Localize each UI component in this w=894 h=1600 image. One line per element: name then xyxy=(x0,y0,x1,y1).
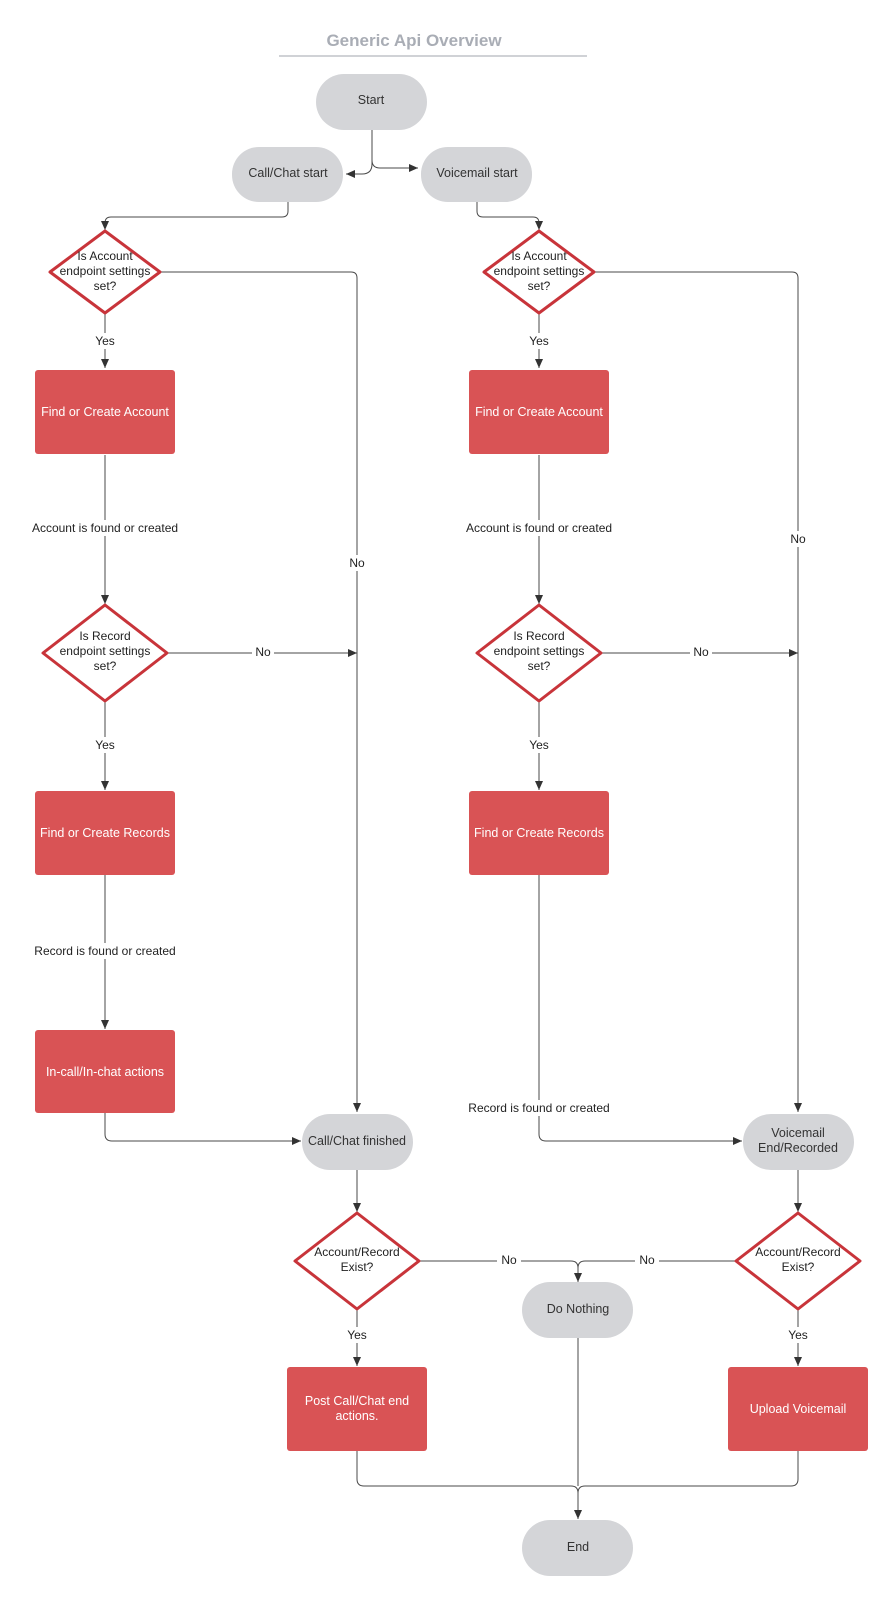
label-yes: Yes xyxy=(529,334,549,348)
edge-right-exist-no xyxy=(577,1260,737,1269)
right-find-account-node: Find or Create Account xyxy=(469,370,609,454)
svg-text:Post Call/Chat end: Post Call/Chat end xyxy=(305,1394,409,1408)
do-nothing-node: Do Nothing xyxy=(522,1282,633,1338)
right-find-records-node: Find or Create Records xyxy=(469,791,609,875)
svg-text:End/Recorded: End/Recorded xyxy=(758,1141,838,1155)
diagram-title: Generic Api Overview xyxy=(326,31,502,50)
label-no: No xyxy=(693,645,709,659)
edge-right-record-found xyxy=(538,875,742,1145)
in-call-actions-node: In-call/In-chat actions xyxy=(35,1030,175,1113)
svg-text:endpoint settings: endpoint settings xyxy=(494,264,585,278)
post-call-actions-node: Post Call/Chat end actions. xyxy=(287,1367,427,1451)
label-no: No xyxy=(349,556,365,570)
label-record-found: Record is found or created xyxy=(34,944,175,958)
svg-text:Is Account: Is Account xyxy=(77,249,133,263)
voicemail-end-node: Voicemail End/Recorded xyxy=(743,1114,854,1170)
left-find-account-node: Find or Create Account xyxy=(35,370,175,454)
svg-text:Account/Record: Account/Record xyxy=(314,1245,399,1259)
left-exist-decision: Account/Record Exist? xyxy=(293,1211,421,1311)
svg-text:set?: set? xyxy=(94,279,117,293)
svg-text:Voicemail start: Voicemail start xyxy=(436,166,518,180)
label-record-found: Record is found or created xyxy=(468,1101,609,1115)
svg-text:Is Record: Is Record xyxy=(79,629,130,643)
left-record-decision: Is Record endpoint settings set? xyxy=(41,603,169,703)
svg-text:Exist?: Exist? xyxy=(341,1260,374,1274)
upload-voicemail-node: Upload Voicemail xyxy=(728,1367,868,1451)
label-yes: Yes xyxy=(529,738,549,752)
label-no: No xyxy=(639,1253,655,1267)
svg-text:Voicemail: Voicemail xyxy=(771,1126,825,1140)
svg-text:actions.: actions. xyxy=(335,1409,378,1423)
svg-text:set?: set? xyxy=(528,279,551,293)
edge-labels: Yes Yes Account is found or created Acco… xyxy=(26,333,814,1343)
edge-callchat-to-account-decision xyxy=(101,202,289,230)
label-yes: Yes xyxy=(347,1328,367,1342)
right-account-decision: Is Account endpoint settings set? xyxy=(482,229,596,315)
svg-text:End: End xyxy=(567,1540,589,1554)
edge-voicemail-to-account-decision xyxy=(476,202,543,230)
svg-text:set?: set? xyxy=(94,659,117,673)
left-find-records-node: Find or Create Records xyxy=(35,791,175,875)
svg-text:Call/Chat start: Call/Chat start xyxy=(248,166,328,180)
edge-start-to-voicemail xyxy=(371,130,418,172)
start-node: Start xyxy=(316,74,427,130)
svg-text:Call/Chat finished: Call/Chat finished xyxy=(308,1134,406,1148)
svg-text:Find or Create Account: Find or Create Account xyxy=(41,405,169,419)
label-no: No xyxy=(501,1253,517,1267)
svg-text:Is Account: Is Account xyxy=(511,249,567,263)
label-no: No xyxy=(255,645,271,659)
svg-text:Find or Create Account: Find or Create Account xyxy=(475,405,603,419)
svg-text:Start: Start xyxy=(358,93,385,107)
edges xyxy=(101,130,802,1519)
svg-text:Exist?: Exist? xyxy=(782,1260,815,1274)
end-node: End xyxy=(522,1520,633,1576)
svg-text:Is Record: Is Record xyxy=(513,629,564,643)
call-chat-finished-node: Call/Chat finished xyxy=(302,1114,413,1170)
edge-upload-to-end xyxy=(577,1451,799,1494)
label-yes: Yes xyxy=(788,1328,808,1342)
label-account-found: Account is found or created xyxy=(466,521,612,535)
right-record-decision: Is Record endpoint settings set? xyxy=(475,603,603,703)
edge-incall-to-finished xyxy=(104,1113,301,1145)
label-account-found: Account is found or created xyxy=(32,521,178,535)
voicemail-start-node: Voicemail start xyxy=(421,147,532,202)
left-account-decision: Is Account endpoint settings set? xyxy=(48,229,162,315)
svg-text:endpoint settings: endpoint settings xyxy=(60,644,151,658)
edge-post-to-end xyxy=(356,1451,582,1519)
svg-text:Account/Record: Account/Record xyxy=(755,1245,840,1259)
svg-text:endpoint settings: endpoint settings xyxy=(60,264,151,278)
svg-text:Find or Create Records: Find or Create Records xyxy=(474,826,604,840)
edge-left-account-no xyxy=(160,271,361,1112)
edge-right-account-no xyxy=(594,271,802,1112)
svg-text:Upload Voicemail: Upload Voicemail xyxy=(750,1402,847,1416)
svg-text:set?: set? xyxy=(528,659,551,673)
label-no: No xyxy=(790,532,806,546)
call-chat-start-node: Call/Chat start xyxy=(232,147,343,202)
right-exist-decision: Account/Record Exist? xyxy=(734,1211,862,1311)
svg-text:In-call/In-chat actions: In-call/In-chat actions xyxy=(46,1065,164,1079)
svg-text:Find or Create Records: Find or Create Records xyxy=(40,826,170,840)
label-yes: Yes xyxy=(95,334,115,348)
edge-start-to-callchat xyxy=(346,130,373,178)
svg-text:endpoint settings: endpoint settings xyxy=(494,644,585,658)
label-yes: Yes xyxy=(95,738,115,752)
svg-text:Do Nothing: Do Nothing xyxy=(547,1302,610,1316)
